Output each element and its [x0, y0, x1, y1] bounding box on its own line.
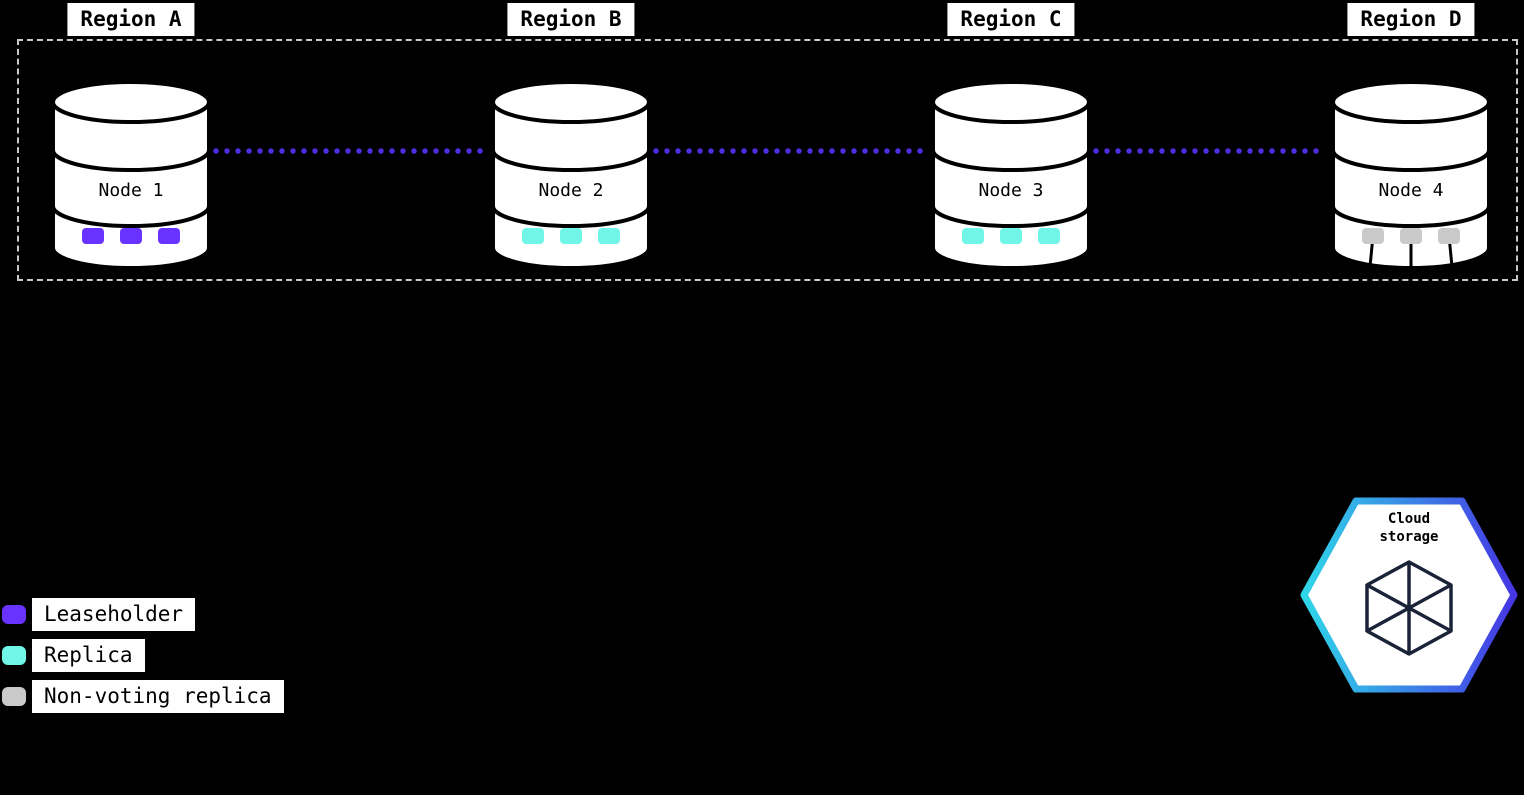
- node-1: Node 1: [51, 80, 211, 270]
- cylinder-divider-2: [491, 205, 651, 228]
- region-label-d: Region D: [1347, 3, 1475, 36]
- replica-chip: [962, 228, 984, 244]
- cluster-boundary: [17, 39, 1518, 281]
- cylinder-outline: [491, 102, 651, 270]
- non-voting-replica-color-chip: [2, 687, 26, 706]
- cylinder-top: [51, 80, 211, 124]
- cylinder-divider-2: [931, 205, 1091, 228]
- cube-edges: [1366, 562, 1452, 654]
- cube-icon: [1365, 560, 1453, 656]
- legend-item-leaseholder: Leaseholder: [2, 598, 196, 631]
- cylinder-divider-1: [931, 149, 1091, 172]
- replica-chip: [598, 228, 620, 244]
- replica-chip: [1038, 228, 1060, 244]
- cylinder-top: [491, 80, 651, 124]
- cloud-storage-label-line2: storage: [1379, 529, 1438, 545]
- non-voting-replica-chip: [1362, 228, 1384, 244]
- node-3: Node 3: [931, 80, 1091, 270]
- replica-chip: [1000, 228, 1022, 244]
- non-voting-replica-legend-label: Non-voting replica: [32, 680, 284, 713]
- node-4: Node 4: [1331, 80, 1491, 288]
- cylinder-divider-2: [51, 205, 211, 228]
- region-label-c: Region C: [947, 3, 1075, 36]
- non-voting-replica-chip: [1438, 228, 1460, 244]
- leaseholder-legend-label: Leaseholder: [32, 598, 196, 631]
- replica-color-chip: [2, 646, 26, 665]
- node-label: Node 1: [98, 180, 163, 201]
- cloud-storage: Cloud storage: [1300, 497, 1518, 693]
- storage-link-line: [1366, 235, 1375, 288]
- storage-link-line: [1447, 235, 1456, 288]
- legend-item-non-voting-replica: Non-voting replica: [2, 680, 284, 713]
- leaseholder-color-chip: [2, 605, 26, 624]
- replica-legend-label: Replica: [32, 639, 145, 672]
- node-label: Node 4: [1378, 180, 1443, 201]
- cylinder-top: [931, 80, 1091, 124]
- region-label-b: Region B: [507, 3, 635, 36]
- replica-chip: [522, 228, 544, 244]
- cylinder-divider-1: [51, 149, 211, 172]
- cylinder-top: [1331, 80, 1491, 124]
- cylinder-divider-1: [1331, 149, 1491, 172]
- node-2: Node 2: [491, 80, 651, 270]
- replica-chip: [560, 228, 582, 244]
- region-label-a: Region A: [67, 3, 195, 36]
- cloud-storage-label-line1: Cloud: [1388, 511, 1430, 527]
- non-voting-replica-chip: [1400, 228, 1422, 244]
- leaseholder-chip: [158, 228, 180, 244]
- cylinder-divider-2: [1331, 205, 1491, 228]
- cylinder-divider-1: [491, 149, 651, 172]
- node-label: Node 3: [978, 180, 1043, 201]
- legend-item-replica: Replica: [2, 639, 145, 672]
- leaseholder-chip: [120, 228, 142, 244]
- node-label: Node 2: [538, 180, 603, 201]
- cylinder-outline: [51, 102, 211, 270]
- leaseholder-chip: [82, 228, 104, 244]
- legend: Leaseholder Replica Non-voting replica: [2, 598, 284, 713]
- cylinder-outline: [931, 102, 1091, 270]
